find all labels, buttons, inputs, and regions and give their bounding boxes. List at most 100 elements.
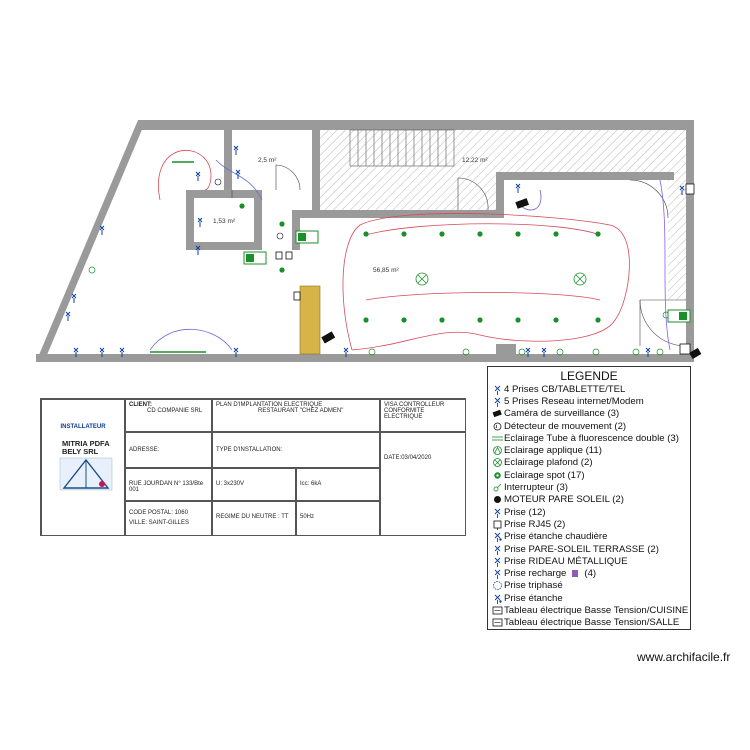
installer-logo-icon: [59, 457, 113, 491]
wall-light-icon: [368, 348, 376, 356]
icc-value: Icc: 6kA: [300, 481, 322, 487]
street-cell: RUE JOURDAN N° 133/Bte 001: [125, 468, 212, 501]
legend-item: Prise recharge(4): [490, 567, 690, 580]
legend-item: Détecteur de mouvement (2): [490, 420, 690, 432]
spot-light-icon: [363, 231, 369, 237]
fluorescent-tube-icon: [490, 433, 504, 444]
ceiling-lights: [415, 272, 587, 286]
legend-item: Eclairage spot (17): [490, 469, 690, 481]
motion-detector-icon: [490, 421, 504, 432]
plan-subtitle: RESTAURANT "CHEZ ADMEN": [258, 408, 344, 414]
wall-light-icon: [632, 348, 640, 356]
area-label-kitchen: 12,22 m²: [462, 157, 488, 164]
motion-detector-icon: [276, 232, 284, 240]
fluorescent-tubes: [150, 161, 206, 353]
charging-socket-icon: [490, 568, 504, 580]
staircase: [349, 129, 455, 167]
legend-item: Interrupteur (3): [490, 481, 690, 493]
wall-light-icon: [518, 348, 526, 356]
walls: [36, 120, 694, 362]
legend-item: Eclairage Tube à fluorescence double (3): [490, 432, 690, 444]
hatched-zone: [668, 180, 688, 300]
waterproof-socket-icon: [490, 593, 504, 604]
panels: [275, 183, 695, 355]
socket-icon: [525, 347, 531, 357]
legend-title: LEGENDE: [560, 369, 618, 383]
legend-item: Prise (12): [490, 506, 690, 518]
socket-icon: [195, 245, 201, 255]
spot-light-icon: [363, 317, 369, 323]
spot-light-icon: [595, 317, 601, 323]
legend-item-label: Prise RJ45 (2): [504, 518, 566, 530]
wall-light-icon: [462, 348, 470, 356]
frequency-value: 50Hz: [300, 514, 315, 520]
legend-item-label: 5 Prises Reseau internet/Modem: [504, 395, 644, 407]
city-value: VILLE: SAINT-GILLES: [129, 520, 190, 526]
date-label: DATE:03/04/2020: [384, 455, 432, 461]
motion-detectors: [214, 178, 284, 240]
client-cell: CLIENT: CD COMPANIE SRL: [125, 399, 212, 432]
legend-item-count: (4): [584, 568, 597, 580]
legend-item: Prise RJ45 (2): [490, 518, 690, 530]
legend-item-label: Eclairage Tube à fluorescence double (3): [504, 432, 679, 444]
rj45-icon: [285, 251, 293, 260]
legend-item: Tableau électrique Basse Tension/SALLE: [490, 617, 690, 629]
electrical-wiring: [149, 150, 671, 351]
legend-item-label: Prise RIDEAU MÉTALLIQUE: [504, 555, 628, 567]
title-block: INSTALLATEUR MITRIA PDFA BELY SRL CLIENT…: [40, 398, 466, 536]
frequency-cell: 50Hz: [296, 501, 380, 536]
socket-icon: [195, 171, 201, 181]
wall-light-icon: [490, 445, 504, 456]
camera-icon: [321, 331, 336, 344]
install-type-label: TYPE D'INSTALLATION:: [216, 447, 283, 453]
wall-lights: [88, 266, 670, 356]
legend-item-label: Eclairage spot (17): [504, 469, 585, 481]
ceiling-light-icon: [573, 272, 587, 286]
waterproof-socket-icon: [490, 531, 504, 543]
street-value: RUE JOURDAN N° 133/Bte 001: [129, 481, 204, 493]
neutral-value: REGIME DU NEUTRE : TT: [216, 514, 289, 520]
panel-room-icon: [679, 343, 691, 355]
socket-icon: [343, 347, 349, 357]
legend-item-label: Eclairage plafond (2): [504, 457, 593, 469]
socket-icon: [233, 145, 239, 155]
socket-icon: [197, 217, 203, 227]
spot-light-icon: [439, 317, 445, 323]
socket-icon: [233, 347, 239, 357]
exit-signs: [243, 230, 691, 323]
legend-item: Prise étanche: [490, 592, 690, 604]
installer-logo-line1: MITRIA PDFA: [62, 439, 110, 448]
spot-light-icon: [515, 317, 521, 323]
area-label-room: 56,85 m²: [373, 267, 399, 274]
switch-icon: [490, 482, 504, 493]
spot-light-icon: [477, 317, 483, 323]
legend-item: Prise PARE-SOLEIL TERRASSE (2): [490, 543, 690, 555]
postal-cell: CODE POSTAL: 1060 VILLE: SAINT-GILLES: [125, 501, 212, 536]
wall-light-icon: [88, 266, 96, 274]
spot-light-icon: [279, 267, 285, 273]
client-value: CD COMPANIE SRL: [147, 408, 203, 414]
ceiling-light-icon: [490, 457, 504, 468]
socket-icon: [99, 225, 105, 235]
socket-icon: [119, 347, 125, 357]
doors: [231, 164, 687, 347]
spot-light-icon: [401, 231, 407, 237]
legend-item: 4 Prises CB/TABLETTE/TEL: [490, 383, 690, 395]
voltage-cell: U: 3x230V: [212, 468, 296, 501]
wall-light-icon: [592, 348, 600, 356]
legend-item-label: Caméra de surveillance (3): [504, 408, 620, 420]
rj45-icon: [275, 251, 283, 260]
three-phase-socket-icon: [490, 580, 504, 591]
legend-item-label: Prise (12): [504, 506, 546, 518]
spot-light-icon: [553, 231, 559, 237]
legend-item: Caméra de surveillance (3): [490, 408, 690, 420]
installer-label: INSTALLATEUR: [60, 424, 106, 430]
watermark: www.archifacile.fr: [637, 650, 731, 664]
charging-socket-icon: [572, 570, 579, 578]
panel-room-icon: [490, 617, 504, 628]
panel-kitchen-icon: [685, 183, 695, 195]
spot-light-icon: [595, 231, 601, 237]
